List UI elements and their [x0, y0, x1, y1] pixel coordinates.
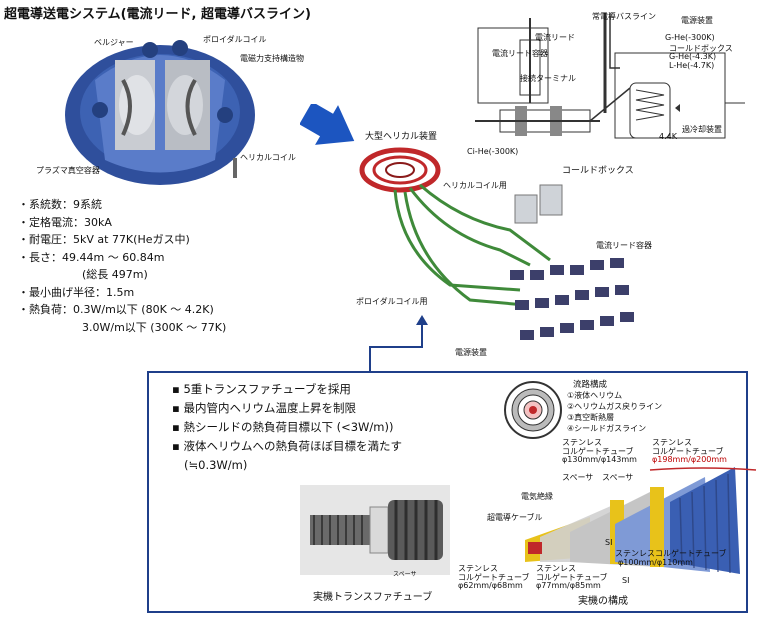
lhd-cutaway-illustration [65, 40, 255, 185]
power-supply-label: 電源装置 [681, 16, 713, 25]
spec-item: ・系統数：9系統 [18, 198, 102, 211]
coldbox-label: コールドボックス [669, 44, 733, 53]
lhe-label: L-He(-4.7K) [669, 61, 715, 70]
support-structure-label: 電磁力支持構造物 [240, 54, 304, 63]
ss-d-dim: φ62mm/φ68mm [458, 581, 523, 590]
bell-jar-label: ベルジャー [94, 38, 134, 47]
ss-a-sub: コルゲートチューブ [562, 447, 634, 456]
ss-e-title: ステンレス [536, 564, 576, 573]
actual-config-caption: 実機の構成 [578, 596, 628, 607]
ss-e-sub: コルゲートチューブ [536, 573, 608, 582]
lead-vessel-label: 電流リード容器 [492, 49, 548, 58]
layered-tube-cutaway [525, 467, 740, 574]
flow-item: ③真空断熱層 [567, 413, 615, 422]
lhd-label: 大型ヘリカル装置 [365, 132, 438, 142]
spec-list: ・系統数：9系統 ・定格電流：30kA ・耐電圧：5kV at 77K(Heガス… [18, 196, 226, 336]
si-label: SI [605, 538, 613, 547]
gas-he-label: G-He(-300K) [665, 33, 715, 42]
spacer-photo-label: スペーサ [393, 571, 417, 578]
spec-item: ・最小曲げ半径：1.5m [18, 285, 135, 299]
ss-b-title: ステンレス [652, 438, 692, 447]
ss-b-dim: φ198mm/φ200mm [652, 455, 727, 464]
spec-item: ・熱負荷：0.3W/m以下 (80K ～ 4.2K) [18, 303, 214, 316]
red-underline [649, 467, 757, 471]
photo-caption: 実機トランスファチューブ [313, 592, 433, 603]
temp-label: 4.4K [659, 132, 677, 141]
cihe-label: Ci-He(-300K) [467, 147, 519, 156]
transfer-tube-photo [300, 485, 450, 575]
terminal-label: 接続ターミナル [520, 74, 576, 83]
current-lead-label: 電流リード [535, 33, 575, 42]
poloidal-use-label: ポロイダルコイル用 [356, 297, 428, 306]
ss-e-dim: φ77mm/φ85mm [536, 581, 601, 590]
power-3d-label: 電源装置 [455, 348, 487, 357]
spacer-label-2: スペーサ [602, 473, 634, 482]
helical-use-label: ヘリカルコイル用 [443, 181, 507, 190]
cryo-label: 過冷却装置 [682, 125, 722, 134]
ghe-label: G-He(-4.3K) [669, 52, 717, 61]
flow-heading: 流路構成 [573, 380, 608, 390]
spec-item: ・長さ：49.44m ～ 60.84m [18, 250, 165, 264]
inset-bullet: (≒0.3W/m) [184, 458, 248, 472]
ss-c-label: ステンレスコルゲートチューブ [615, 549, 727, 558]
lead-vessel-3d-label: 電流リード容器 [596, 241, 652, 250]
inset-bullet: ▪ 最内管内ヘリウム温度上昇を制限 [172, 401, 356, 415]
ss-d-sub: コルゲートチューブ [458, 573, 530, 582]
ss-a-title: ステンレス [562, 438, 602, 447]
system-schematic [475, 13, 745, 139]
cable-label: 超電導ケーブル [487, 513, 543, 522]
cross-section-diagram [504, 381, 562, 439]
spec-item: 3.0W/m以下 (300K ～ 77K) [82, 320, 227, 334]
inset-bullet: ▪ 5重トランスファチューブを採用 [172, 382, 351, 396]
page-title: 超電導送電システム(電流リード, 超電導バスライン) [4, 7, 311, 22]
flow-item: ②ヘリウムガス戻りライン [567, 402, 663, 411]
inset-bullet: ▪ 熱シールドの熱負荷目標以下 (<3W/m)) [172, 420, 394, 434]
ss-b-sub: コルゲートチューブ [652, 447, 724, 456]
callout-connector [369, 315, 428, 373]
ss-a-dim: φ130mm/φ143mm [562, 455, 637, 464]
flow-item: ①液体ヘリウム [567, 391, 623, 400]
inset-bullet: ▪ 液体ヘリウムへの熱負荷ほぼ目標を満たす [172, 439, 402, 453]
poloidal-coil-label: ポロイダルコイル [203, 35, 267, 44]
plasma-vessel-label: プラズマ真空容器 [36, 166, 100, 175]
flow-item: ④シールドガスライン [567, 424, 647, 433]
helical-coil-label: ヘリカルコイル [240, 153, 296, 162]
insulation-label: 電気絶縁 [521, 492, 553, 501]
spec-item: (総長 497m) [82, 268, 148, 281]
spec-item: ・定格電流：30kA [18, 215, 112, 229]
arrow-icon [300, 104, 355, 145]
coldbox-3d-label: コールドボックス [562, 166, 634, 176]
spacer-label-1: スペーサ [562, 473, 594, 482]
sc-busline-label: 常電導バスライン [592, 12, 656, 21]
si2-label: SI [622, 576, 630, 585]
ss-c-dim: φ100mm/φ110mm [618, 558, 693, 567]
layout-3d-illustration [359, 147, 634, 340]
spec-item: ・耐電圧：5kV at 77K(Heガス中) [18, 233, 190, 246]
ss-d-title: ステンレス [458, 564, 498, 573]
